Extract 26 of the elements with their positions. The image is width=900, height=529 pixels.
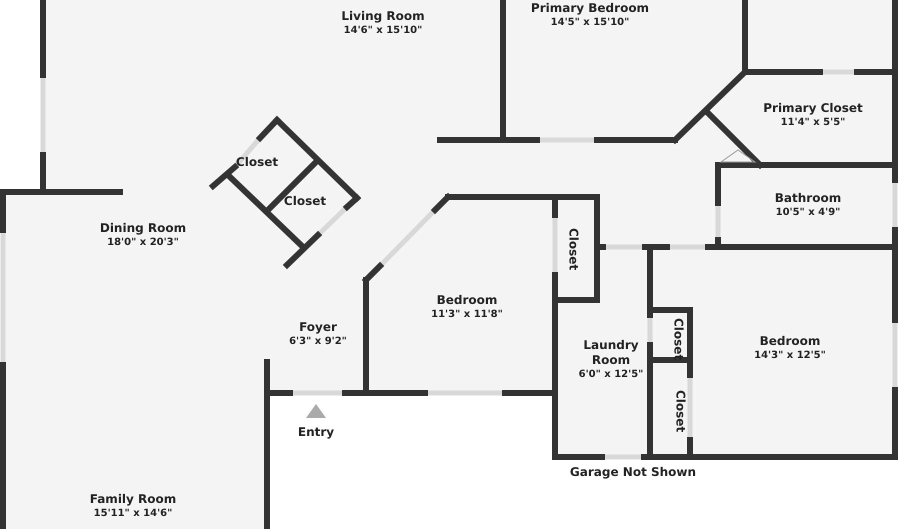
entry-label: Entry bbox=[298, 425, 334, 439]
room-dimensions: 10'5" x 4'9" bbox=[774, 206, 842, 219]
room-name: Laundry Room bbox=[582, 338, 640, 368]
room-name: Living Room bbox=[341, 9, 425, 24]
room-dimensions: 6'0" x 12'5" bbox=[578, 368, 644, 381]
room-name: Closet bbox=[284, 194, 326, 209]
room-name: Dining Room bbox=[100, 221, 186, 236]
room-name: Closet bbox=[672, 390, 688, 432]
room-name: Closet bbox=[236, 155, 278, 170]
room-name: Bedroom bbox=[436, 293, 498, 308]
room-dimensions: 18'0" x 20'3" bbox=[106, 236, 180, 249]
room-dimensions: 14'3" x 12'5" bbox=[754, 349, 826, 362]
room-name: Bathroom bbox=[774, 191, 842, 206]
room-name: Family Room bbox=[90, 492, 176, 507]
room-name: Foyer bbox=[298, 320, 338, 335]
room-dimensions: 15'11" x 14'6" bbox=[92, 507, 174, 520]
room-dimensions: 11'4" x 5'5" bbox=[780, 116, 846, 129]
room-name: Bedroom bbox=[758, 334, 822, 349]
room-name: Primary Bedroom bbox=[530, 1, 650, 16]
room-dimensions: 14'5" x 15'10" bbox=[550, 16, 630, 29]
room-name: Primary Closet bbox=[763, 101, 863, 116]
room-dimensions: 6'3" x 9'2" bbox=[289, 335, 347, 348]
note: Garage Not Shown bbox=[570, 465, 696, 479]
room-name: Closet bbox=[566, 228, 580, 270]
room-dimensions: 14'6" x 15'10" bbox=[342, 24, 424, 37]
room-dimensions: 11'3" x 11'8" bbox=[431, 308, 503, 321]
